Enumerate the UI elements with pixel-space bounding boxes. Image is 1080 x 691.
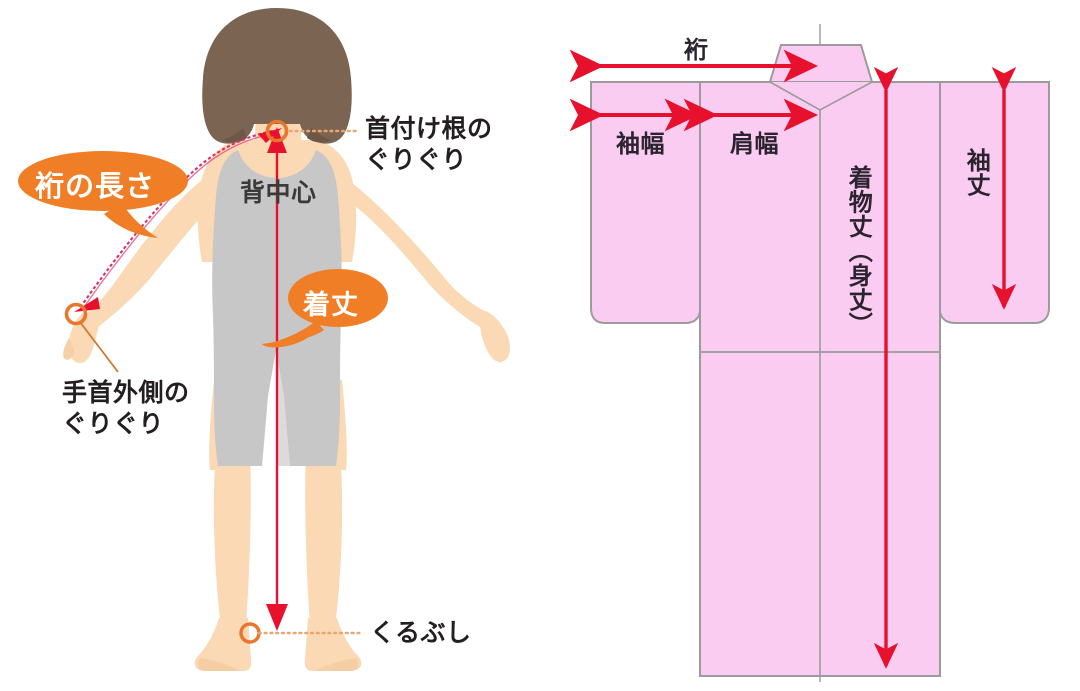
kimono-left-sleeve: [590, 81, 701, 324]
kimono-label-sodehaba: 袖幅: [616, 130, 665, 158]
kimono-label-kimonotake: 着物丈（身丈）: [844, 165, 873, 337]
label-neck-root: 首付け根の ぐりぐり: [365, 114, 493, 174]
label-back-center: 背中心: [240, 178, 317, 207]
bubble-label-kitake: 着丈: [303, 290, 359, 321]
figure-hair: [202, 8, 352, 144]
kimono-collar-v: [769, 81, 873, 111]
kimono-right-sleeve: [939, 81, 1050, 324]
human-figure: [18, 8, 511, 671]
kimono-label-yuki: 裄: [684, 36, 709, 64]
bubble-yuki: [18, 151, 188, 238]
wrist-marker-icon: [64, 302, 88, 326]
bubble-kitake: [262, 269, 388, 348]
bubble-label-yuki: 裄の長さ: [35, 169, 156, 203]
label-wrist-outer: 手首外側の ぐりぐり: [62, 378, 190, 438]
kimono-label-katahaba: 肩幅: [730, 130, 779, 158]
neck-marker-icon: [265, 119, 289, 143]
wrist-leader-line: [79, 321, 119, 373]
kimono-diagram: [569, 24, 1050, 682]
kimono-collar: [768, 44, 874, 83]
label-ankle: くるぶし: [370, 618, 472, 647]
kimono-label-sodetake: 袖丈: [962, 148, 991, 197]
